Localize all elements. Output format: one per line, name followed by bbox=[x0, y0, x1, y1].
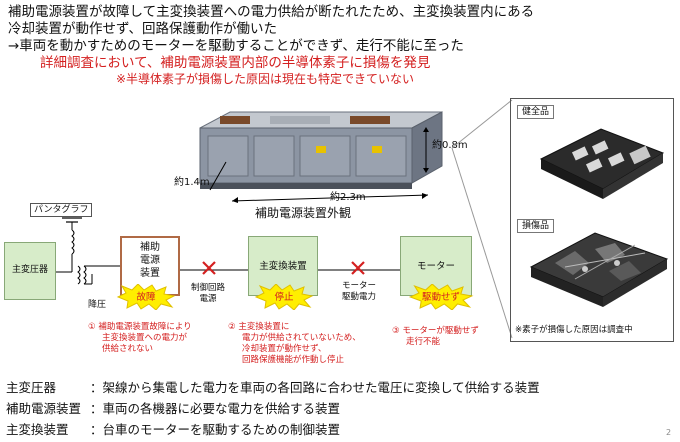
motor-box: モーター bbox=[400, 236, 472, 296]
aux-power-unit-photo bbox=[199, 111, 443, 189]
legend-row-1-desc: ：架線から集電した電力を車両の各回路に合わせた電圧に変換して供給する装置 bbox=[90, 380, 540, 395]
good-label: 健全品 bbox=[517, 105, 555, 119]
motor-label: モーター bbox=[416, 261, 455, 272]
burst-failure-label: 故障 bbox=[136, 292, 156, 303]
aux-box-line3: 装置 bbox=[140, 268, 160, 279]
legend-row-2-desc: ：車両の各機器に必要な電力を供給する装置 bbox=[90, 401, 341, 416]
note1-line3: 供給されない bbox=[102, 344, 154, 354]
step-down-label: 降圧 bbox=[88, 300, 107, 310]
dim-height-label: 約0.8m bbox=[432, 140, 468, 151]
legend-row-1-term: 主変圧器 bbox=[6, 380, 57, 395]
note2-line1: ② 主変換装置に bbox=[228, 322, 290, 332]
header-line-4: 詳細調査において、補助電源装置内部の半導体素子に損傷を発見 bbox=[40, 55, 431, 71]
burst-cant-drive-label: 駆動せず bbox=[421, 292, 460, 303]
semiconductor-inset: 健全品 損傷品 ※素子が損傷した原因は調査中 bbox=[510, 98, 674, 342]
burst-cant-drive-icon bbox=[408, 284, 474, 310]
note1-line1: ① 補助電源装置故障により bbox=[88, 322, 192, 332]
note2-line4: 回路保護機能が作動し停止 bbox=[242, 355, 345, 365]
pantograph-label: パンタグラフ bbox=[30, 203, 93, 217]
photo-caption: 補助電源装置外観 bbox=[255, 206, 352, 220]
legend-row-3-desc: ：台車のモーターを駆動するための制御装置 bbox=[90, 422, 341, 437]
dim-height-arrow bbox=[423, 127, 429, 173]
header-line-2: 冷却装置が動作せず、回路保護動作が働いた bbox=[8, 21, 278, 37]
dim-width-arrow bbox=[231, 193, 429, 203]
inset-note: ※素子が損傷した原因は調査中 bbox=[515, 325, 633, 335]
note3-line1: ③ モーターが駆動せず bbox=[392, 326, 479, 336]
motor-power-line1: モーター bbox=[341, 281, 376, 291]
header-line-3: →車両を動かすためのモーターを駆動することができず、走行不能に至った bbox=[8, 38, 464, 54]
legend-row-2-term: 補助電源装置 bbox=[6, 401, 82, 416]
burst-stop-label: 停止 bbox=[274, 292, 294, 303]
damaged-module-image bbox=[529, 232, 669, 307]
note2-line2: 電力が供給されていないため、 bbox=[242, 333, 361, 343]
page-number: 2 bbox=[666, 428, 672, 437]
damaged-label: 損傷品 bbox=[517, 219, 555, 233]
callout-lines bbox=[451, 99, 513, 339]
main-transformer-label: 主変圧器 bbox=[11, 265, 48, 275]
dim-depth-label: 約1.4m bbox=[174, 177, 210, 188]
circuit-wiring bbox=[56, 217, 248, 285]
main-transformer-box: 主変圧器 bbox=[4, 242, 56, 300]
good-module-image bbox=[539, 128, 665, 199]
control-power-line2: 電源 bbox=[199, 294, 217, 304]
note2-line3: 冷却装置が動作せず、 bbox=[242, 344, 327, 354]
aux-box-line1: 補助 bbox=[140, 242, 160, 253]
header-line-5: ※半導体素子が損傷した原因は現在も特定できていない bbox=[116, 72, 415, 86]
burst-failure-icon bbox=[116, 284, 176, 310]
dim-depth-arrow bbox=[209, 161, 227, 191]
note1-line2: 主変換装置への電力が bbox=[102, 333, 188, 343]
main-converter-label: 主変換装置 bbox=[259, 261, 307, 272]
legend-row-3-term: 主変換装置 bbox=[6, 422, 69, 437]
burst-stop-icon bbox=[254, 284, 314, 310]
header-line-1: 補助電源装置が故障して主変換装置への電力供給が断たれたため、主変換装置内にある bbox=[8, 4, 535, 20]
note3-line2: 走行不能 bbox=[406, 337, 441, 347]
aux-box-line2: 電源 bbox=[140, 255, 160, 266]
motor-power-line2: 駆動電力 bbox=[341, 292, 376, 302]
control-power-line1: 制御回路 bbox=[190, 283, 225, 293]
